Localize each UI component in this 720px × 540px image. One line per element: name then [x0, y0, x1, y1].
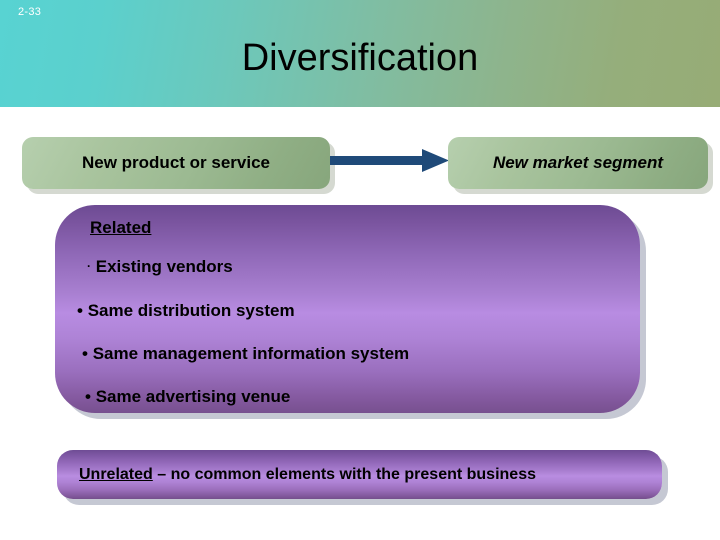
bullet-marker-icon: •	[85, 387, 91, 406]
list-item: · Existing vendors	[87, 257, 233, 277]
list-item-label: Same management information system	[92, 344, 410, 363]
list-item-label: Same advertising venue	[95, 387, 291, 406]
page-title: Diversification	[241, 37, 479, 79]
flow-box-new-market-segment: New market segment	[448, 137, 708, 189]
right-arrow-icon	[330, 145, 452, 177]
flow-box-new-product-label: New product or service	[81, 153, 270, 172]
unrelated-description: – no common elements with the present bu…	[152, 465, 536, 483]
bullet-marker-icon: •	[82, 344, 88, 363]
list-item-label: Existing vendors	[95, 257, 233, 276]
bullet-marker-icon: •	[77, 301, 83, 320]
related-heading: Related	[90, 218, 152, 237]
unrelated-panel: Unrelated – no common elements with the …	[57, 450, 662, 499]
slide-number: 2-33	[18, 6, 42, 18]
related-panel: Related · Existing vendors • Same distri…	[55, 205, 640, 413]
list-item-label: Same distribution system	[87, 301, 295, 320]
unrelated-text: Unrelated – no common elements with the …	[79, 466, 536, 484]
list-item: • Same advertising venue	[85, 387, 290, 407]
slide-header-band	[0, 0, 720, 107]
flow-box-new-market-label: New market segment	[492, 153, 664, 172]
bullet-marker-icon: ·	[87, 259, 91, 273]
flow-box-new-product-or-service: New product or service	[22, 137, 330, 189]
list-item: • Same distribution system	[77, 301, 295, 321]
unrelated-term: Unrelated	[79, 465, 153, 483]
list-item: • Same management information system	[82, 344, 409, 364]
